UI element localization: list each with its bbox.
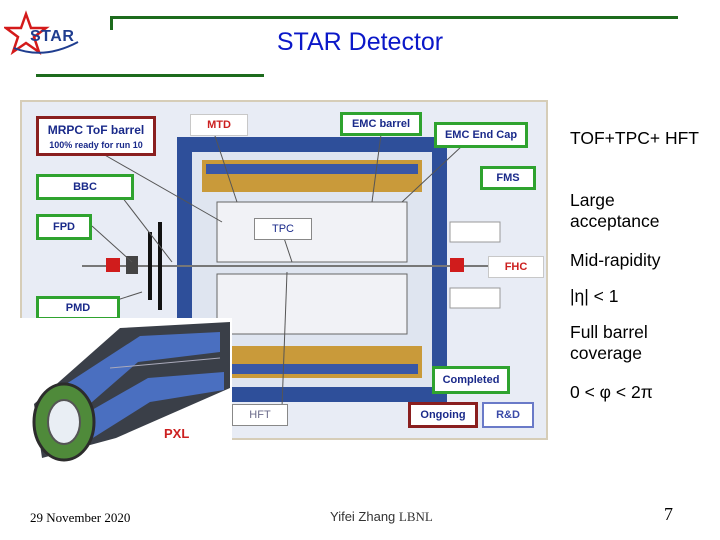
- mrpc-tof-box: MRPC ToF barrel 100% ready for run 10: [36, 116, 156, 156]
- ongoing-legend: Ongoing: [408, 402, 478, 428]
- detector-diagram: MRPC ToF barrel 100% ready for run 10 MT…: [20, 100, 548, 440]
- title-rule-top: [110, 16, 678, 19]
- slide-title: STAR Detector: [276, 28, 444, 56]
- footer-date: 29 November 2020: [30, 510, 131, 525]
- bullet-eta-range: |η| < 1: [570, 286, 619, 306]
- pxl-inset: PXL: [20, 318, 232, 464]
- bullet-large-acceptance: Large acceptance: [570, 190, 660, 231]
- bullet-phi-range: 0 < φ < 2π: [570, 382, 653, 402]
- mrpc-tof-title: MRPC ToF barrel: [47, 122, 145, 137]
- pxl-label: PXL: [164, 426, 190, 441]
- footer-org: LBNL: [398, 509, 433, 524]
- page-number: 7: [664, 504, 673, 524]
- bullet-tof-tpc-hft: TOF+TPC+ HFT: [570, 128, 699, 148]
- completed-legend: Completed: [432, 366, 510, 394]
- pxl-detector-image: [20, 318, 232, 464]
- pmd-label: PMD: [36, 296, 120, 320]
- hft-label: HFT: [232, 404, 288, 426]
- fpd-label: FPD: [36, 214, 92, 240]
- fhc-label: FHC: [488, 256, 544, 278]
- emc-endcap-label: EMC End Cap: [434, 122, 528, 148]
- mtd-label: MTD: [190, 114, 248, 136]
- logo-text: STAR: [30, 28, 75, 45]
- detector-drawing: [81, 126, 502, 408]
- tpc-label: TPC: [254, 218, 312, 240]
- bullet-mid-rapidity: Mid-rapidity: [570, 250, 661, 270]
- star-logo: [2, 8, 84, 68]
- bbc-label: BBC: [36, 174, 134, 200]
- title-rule-tick: [110, 16, 113, 30]
- emc-barrel-label: EMC barrel: [340, 112, 422, 136]
- title-rule-bottom: [36, 74, 264, 77]
- bullet-full-barrel: Full barrel coverage: [570, 322, 648, 363]
- mrpc-tof-sub: 100% ready for run 10: [49, 139, 143, 150]
- footer-author: Yifei Zhang LBNL: [330, 509, 433, 525]
- fms-label: FMS: [480, 166, 536, 190]
- star-logo-icon: [2, 10, 79, 56]
- footer-author-name: Yifei Zhang: [330, 509, 396, 524]
- rnd-legend: R&D: [482, 402, 534, 428]
